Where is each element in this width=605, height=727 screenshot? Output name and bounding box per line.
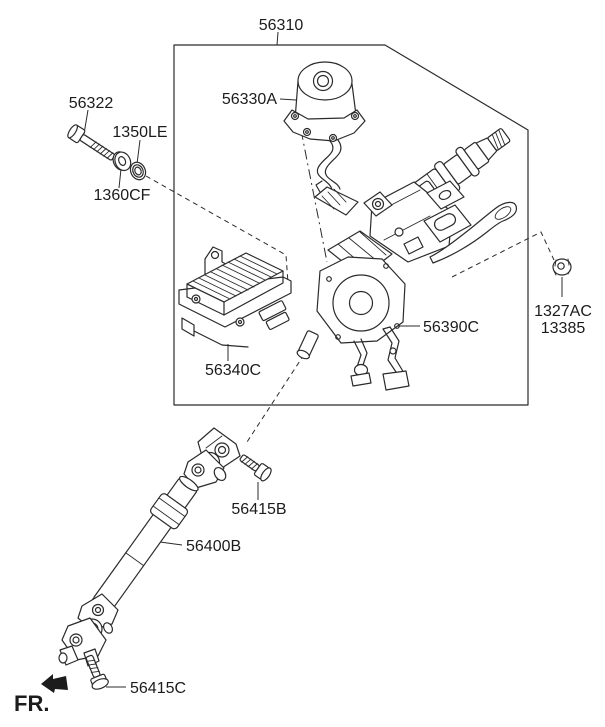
part-label-56310: 56310	[259, 17, 304, 34]
part-label-56330A: 56330A	[222, 91, 277, 108]
part-labels: 56310 56322 1350LE 1360CF 56330A 56340C …	[14, 17, 592, 716]
washer-1360CF-drawing	[112, 151, 132, 172]
part-label-1350LE: 1350LE	[112, 124, 167, 141]
part-label-1327AC: 1327AC	[534, 303, 592, 320]
controller-drawing	[178, 246, 292, 348]
part-label-56415B: 56415B	[231, 501, 286, 518]
part-label-56390C: 56390C	[423, 319, 479, 336]
part-label-13385: 13385	[541, 320, 586, 337]
part-label-56400B: 56400B	[186, 538, 241, 555]
assembly-boundary-box	[173, 44, 529, 406]
front-marker	[41, 674, 68, 693]
bolt-56415B-drawing	[239, 454, 272, 482]
nut-drawing	[552, 258, 572, 276]
upper-ujoint-drawing	[183, 427, 241, 489]
bolt-56322-drawing	[67, 124, 116, 161]
part-label-1360CF: 1360CF	[94, 187, 151, 204]
lower-ujoint-drawing	[58, 593, 119, 667]
tilt-lever-drawing	[429, 201, 518, 264]
front-marker-label: FR.	[14, 691, 49, 716]
bolt-56415C-drawing	[85, 654, 109, 690]
part-label-56415C: 56415C	[130, 680, 186, 697]
column-housing-drawing	[363, 180, 472, 263]
gear-housing-drawing	[296, 230, 410, 391]
motor-drawing	[283, 61, 366, 216]
part-label-56322: 56322	[69, 95, 114, 112]
part-label-56340C: 56340C	[205, 362, 261, 379]
front-direction-arrow-icon	[41, 674, 68, 693]
washer-1350LE-drawing	[129, 161, 147, 181]
reference-lines	[145, 129, 555, 443]
